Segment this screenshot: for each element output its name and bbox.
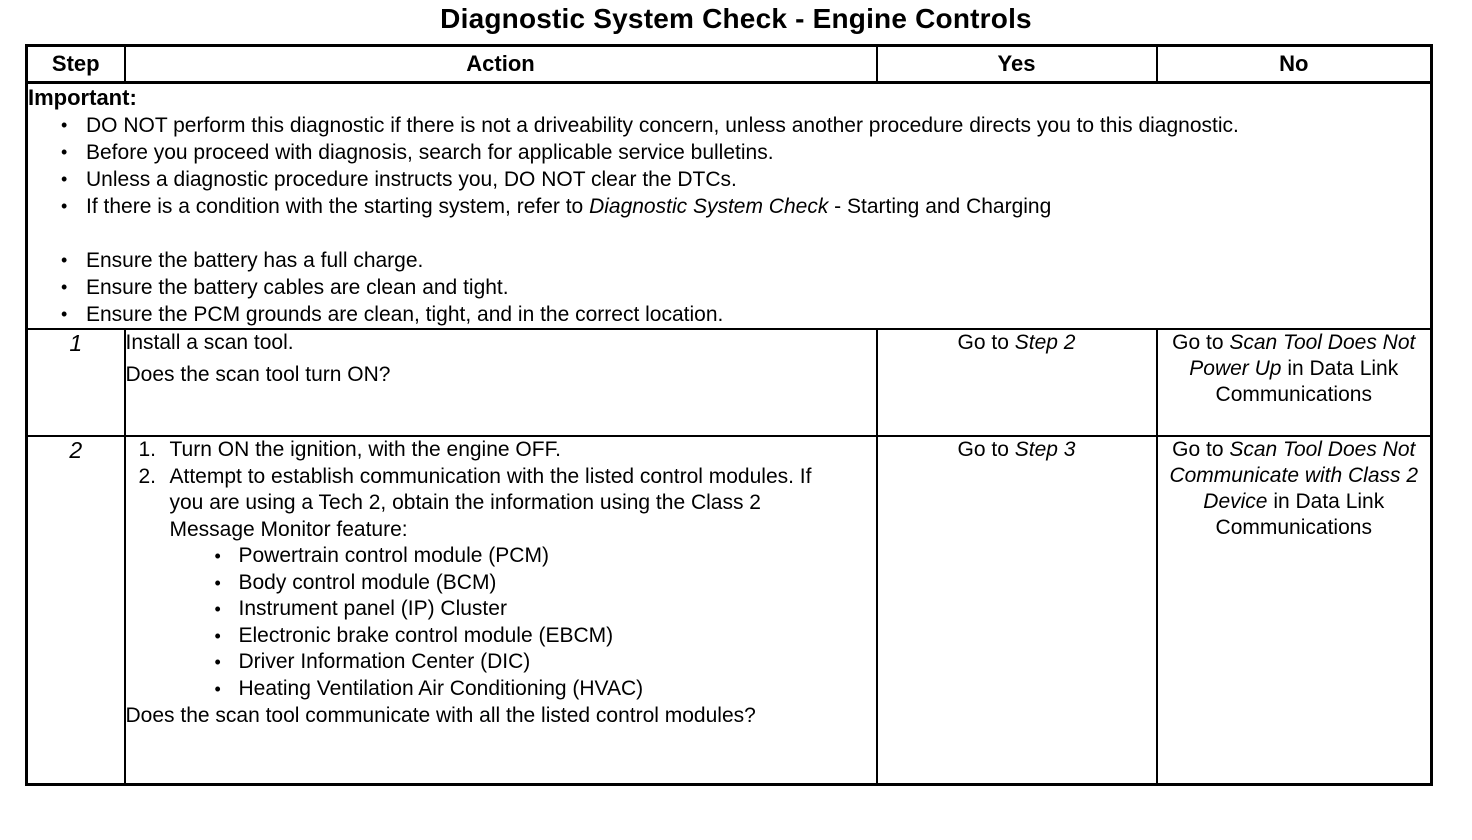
text-segment: Unless a diagnostic procedure instructs … xyxy=(86,168,737,191)
text-segment: DO NOT perform this diagnostic if there … xyxy=(86,114,1239,137)
italic-text-segment: Scan Tool Does Not Communicate with Clas… xyxy=(1169,438,1419,513)
important-cell: Important: • DO NOT perform this diagnost… xyxy=(25,81,1433,330)
bullet-icon: • xyxy=(61,115,68,135)
bullet-text: Before you proceed with diagnosis, searc… xyxy=(86,139,774,166)
col-header-yes: Yes xyxy=(875,44,1158,84)
bullet-item: • DO NOT perform this diagnostic if there… xyxy=(61,112,1430,139)
bullet-text: Electronic brake control module (EBCM) xyxy=(238,623,614,647)
step-row-2: 2 1. Turn ON the ignition, with the engi… xyxy=(25,435,1433,785)
col-header-action: Action xyxy=(123,44,878,84)
bullet-item: • Heating Ventilation Air Conditioning (H… xyxy=(215,676,876,703)
text-segment: Go to xyxy=(1172,331,1230,354)
bullet-item: • If there is a condition with the starti… xyxy=(61,193,1430,220)
goto-text: Go to Scan Tool Does Not Communicate wit… xyxy=(1158,437,1431,541)
important-bullet-group-1: • DO NOT perform this diagnostic if there… xyxy=(28,112,1430,220)
bullet-icon: • xyxy=(214,599,221,619)
bullet-text: If there is a condition with the startin… xyxy=(86,193,1051,220)
bullet-text: Heating Ventilation Air Conditioning (HV… xyxy=(238,676,644,700)
text-segment: in Data Link Communications xyxy=(1215,357,1399,406)
italic-text-segment: Scan Tool Does Not Power Up xyxy=(1189,331,1416,380)
module-bullet-list: • Powertrain control module (PCM) • Body co… xyxy=(126,543,876,702)
text-segment: - Starting and Charging xyxy=(828,195,1052,218)
bullet-text: DO NOT perform this diagnostic if there … xyxy=(86,112,1239,139)
bullet-text: Powertrain control module (PCM) xyxy=(238,544,549,567)
bullet-icon: • xyxy=(61,142,68,162)
important-row: Important: • DO NOT perform this diagnost… xyxy=(25,81,1433,330)
bullet-text: Body control module (BCM) xyxy=(238,570,497,594)
text-segment: Go to xyxy=(1172,438,1230,461)
bullet-item: • Driver Information Center (DIC) xyxy=(215,649,876,676)
numbered-item-text: Attempt to establish communication with … xyxy=(169,464,812,541)
bullet-text: Ensure the battery cables are clean and … xyxy=(86,274,509,301)
step-number-1: 1 xyxy=(25,328,126,437)
page-title: Diagnostic System Check - Engine Control… xyxy=(440,3,1032,34)
bullet-icon: • xyxy=(214,572,221,593)
text-segment: If there is a condition with the startin… xyxy=(86,195,590,218)
bullet-text: Ensure the battery has a full charge. xyxy=(86,247,423,274)
numbered-item-text: Turn ON the ignition, with the engine OF… xyxy=(169,438,561,461)
table-header-row: Step Action Yes No xyxy=(25,44,1433,84)
numbered-item: 2. Attempt to establish communication wi… xyxy=(139,464,876,544)
no-cell-1: Go to Scan Tool Does Not Power Up in Dat… xyxy=(1155,328,1433,437)
action-cell-1: Install a scan tool. Does the scan tool … xyxy=(123,328,878,437)
bullet-text: Unless a diagnostic procedure instructs … xyxy=(86,166,737,193)
italic-text-segment: Step 3 xyxy=(1014,438,1076,461)
step-number-2: 2 xyxy=(25,435,126,785)
text-segment: Go to xyxy=(957,331,1015,354)
col-header-step: Step xyxy=(25,44,126,84)
bullet-icon: • xyxy=(61,304,68,324)
bullet-icon: • xyxy=(61,196,68,216)
bullet-item: • Powertrain control module (PCM) xyxy=(215,543,876,570)
bullet-icon: • xyxy=(214,678,221,699)
text-segment: in Data Link Communications xyxy=(1215,490,1385,539)
bullet-item: • Unless a diagnostic procedure instructs… xyxy=(61,166,1430,193)
bullet-icon: • xyxy=(214,625,221,646)
important-bullet-group-2: • Ensure the battery has a full charge. • E… xyxy=(28,247,1430,328)
action-line: Install a scan tool. xyxy=(125,331,294,354)
action-cell-2: 1. Turn ON the ignition, with the engine… xyxy=(123,435,878,785)
text-segment: Ensure the battery cables are clean and … xyxy=(86,276,509,299)
bullet-text: Instrument panel (IP) Cluster xyxy=(238,597,507,620)
goto-text: Go to Step 3 xyxy=(878,437,1156,463)
bullet-icon: • xyxy=(214,652,221,672)
bullet-item: • Ensure the PCM grounds are clean, tight… xyxy=(61,301,1430,328)
text-segment: Go to xyxy=(957,438,1015,461)
bullet-icon: • xyxy=(61,169,68,189)
bullet-item: • Body control module (BCM) xyxy=(215,570,876,597)
text-segment: Before you proceed with diagnosis, searc… xyxy=(86,141,774,164)
list-number: 1. xyxy=(138,438,157,461)
goto-text: Go to Step 2 xyxy=(878,330,1156,356)
text-segment: Ensure the PCM grounds are clean, tight,… xyxy=(86,303,724,326)
text-segment: Ensure the battery has a full charge. xyxy=(86,249,424,272)
yes-cell-1: Go to Step 2 xyxy=(875,328,1158,437)
bullet-item: • Ensure the battery has a full charge. xyxy=(61,247,1430,274)
step-row-1: 1 Install a scan tool. Does the scan too… xyxy=(25,328,1433,437)
action-question: Does the scan tool communicate with all … xyxy=(125,704,756,727)
bullet-item: • Ensure the battery cables are clean and… xyxy=(61,274,1430,301)
italic-text-segment: Step 2 xyxy=(1014,331,1076,354)
col-header-no: No xyxy=(1155,44,1433,84)
no-cell-2: Go to Scan Tool Does Not Communicate wit… xyxy=(1155,435,1433,785)
important-label: Important: xyxy=(28,85,137,110)
bullet-icon: • xyxy=(61,277,68,297)
bullet-item: • Before you proceed with diagnosis, sear… xyxy=(61,139,1430,166)
bullet-icon: • xyxy=(61,250,68,270)
bullet-item: • Electronic brake control module (EBCM) xyxy=(215,623,876,650)
bullet-text: Driver Information Center (DIC) xyxy=(238,650,531,673)
italic-text-segment: Diagnostic System Check xyxy=(589,195,829,218)
bullet-icon: • xyxy=(214,546,221,566)
yes-cell-2: Go to Step 3 xyxy=(875,435,1158,785)
goto-text: Go to Scan Tool Does Not Power Up in Dat… xyxy=(1158,330,1431,408)
numbered-item: 1. Turn ON the ignition, with the engine… xyxy=(139,437,876,464)
bullet-text: Ensure the PCM grounds are clean, tight,… xyxy=(86,301,723,328)
diagnostic-table: Step Action Yes No Important: • DO NOT pe… xyxy=(25,44,1433,786)
bullet-item: • Instrument panel (IP) Cluster xyxy=(215,596,876,623)
list-number: 2. xyxy=(138,464,157,488)
action-question: Does the scan tool turn ON? xyxy=(125,362,391,386)
